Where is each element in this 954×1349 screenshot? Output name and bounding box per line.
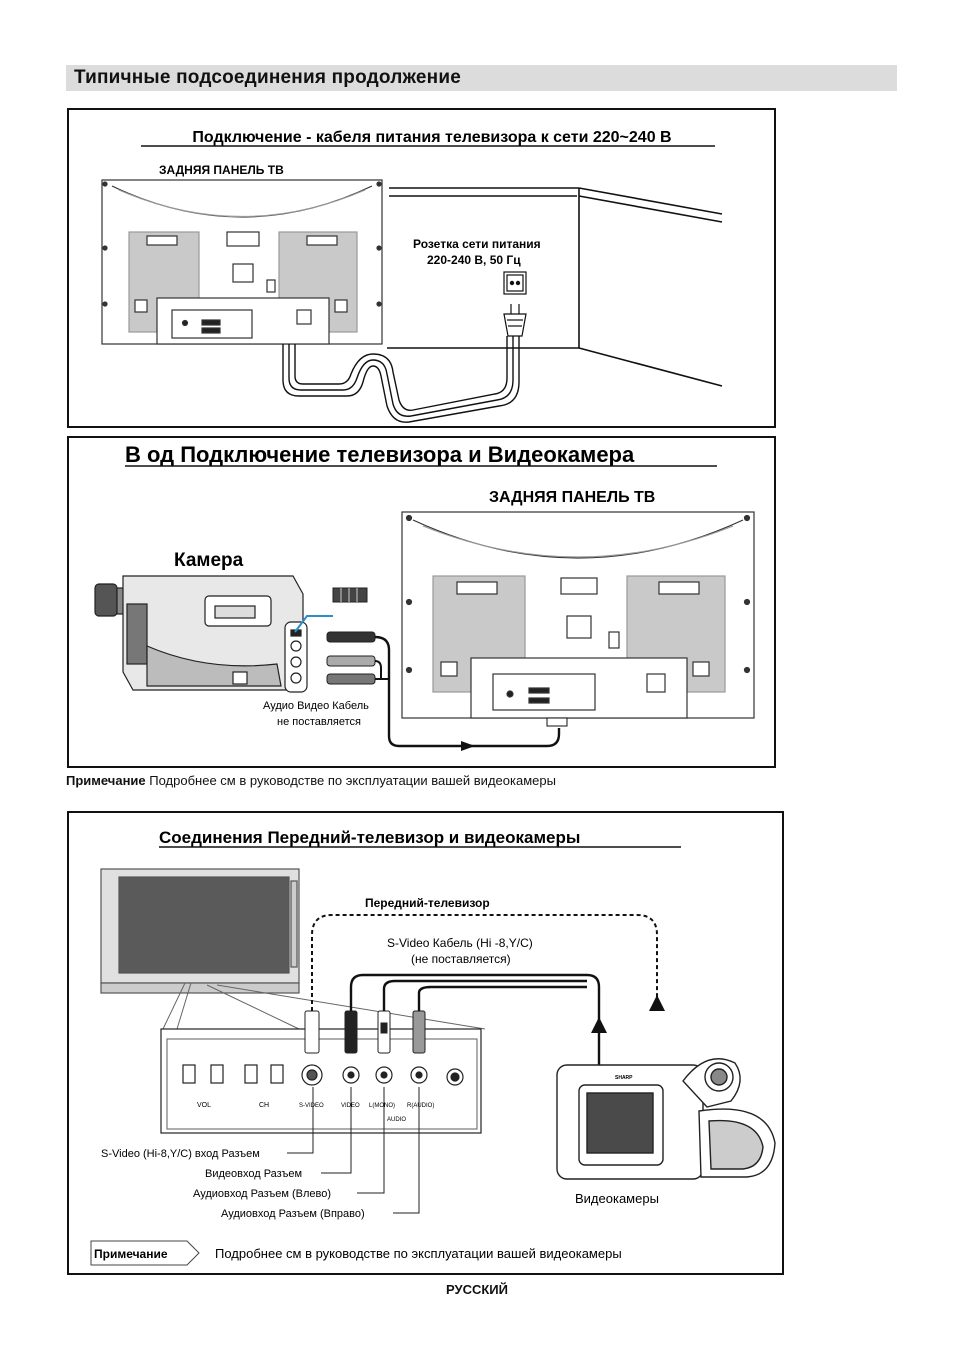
power-connection-panel: [67, 108, 776, 428]
camera-label: Камера: [174, 550, 244, 571]
camcorder-section-title: В од Подключение телевизора и Видеокамер…: [125, 442, 635, 467]
camcorder-rear-panel: [67, 436, 776, 768]
note-2-text: Подробнее см в руководстве по эксплуатац…: [215, 1246, 622, 1261]
svideo-cable-label-line2: (не поставляется): [411, 952, 511, 966]
svideo-plug-icon: [332, 587, 368, 603]
av-cable-label-line1: Аудио Видео Кабель: [263, 700, 369, 712]
tv-rear-panel: [101, 179, 383, 345]
av-cable: [374, 635, 561, 748]
socket-label-line1: Розетка сети питания: [413, 237, 541, 251]
svideo-cable-label-line1: S-Video Кабель (Hi -8,Y/C): [387, 936, 533, 950]
camcorder-icon: [94, 575, 308, 693]
power-socket-icon: [503, 271, 527, 295]
svideo-cable-dotted: [311, 914, 658, 1011]
callout-audio-right: Аудиовход Разъем (Вправо): [221, 1208, 365, 1220]
front-jack-panel: [160, 1028, 482, 1134]
power-cable: [282, 336, 520, 423]
camcorder-rear-diagram: В од Подключение телевизора и Видеокамер…: [94, 442, 755, 751]
note-1-label: Примечание: [66, 773, 146, 788]
av-cable-label-line2: не поставляется: [277, 716, 361, 728]
wall-outline: [387, 187, 723, 387]
page-title: Типичные подсоединения продолжение: [74, 67, 461, 88]
note-2-label: Примечание: [94, 1247, 168, 1261]
lmono-jack-label: L(MONO): [369, 1103, 395, 1109]
power-plug-icon: [503, 304, 527, 337]
callout-lines: [287, 1087, 420, 1214]
rear-panel-label: ЗАДНЯЯ ПАНЕЛЬ ТВ: [159, 163, 284, 177]
vol-label: VOL: [197, 1102, 211, 1109]
rear-panel-label-2: ЗАДНЯЯ ПАНЕЛЬ ТВ: [489, 489, 655, 506]
front-tv-icon: [100, 868, 300, 994]
callout-svideo: S-Video (Hi-8,Y/C) вход Разъем: [101, 1148, 260, 1160]
note-1-text: Подробнее см в руководстве по эксплуатац…: [145, 773, 556, 788]
ch-label: CH: [259, 1102, 269, 1109]
note-tag: [90, 1240, 200, 1266]
svideo-cable-blue: [294, 615, 333, 633]
audio-group-label: AUDIO: [387, 1117, 406, 1123]
front-tv-label: Передний-телевизор: [365, 896, 490, 910]
callout-audio-left: Аудиовход Разъем (Влево): [193, 1188, 331, 1200]
socket-label-line2: 220-240 В, 50 Гц: [427, 253, 521, 267]
camcorder-label: Видеокамеры: [575, 1191, 659, 1206]
front-connection-panel: [67, 811, 784, 1275]
camcorder-front-icon: [556, 1058, 776, 1180]
raudio-jack-label: R(AUDIO): [407, 1103, 434, 1109]
camcorder-brand: SHARP: [615, 1075, 633, 1081]
av-cables-front: [349, 973, 601, 1065]
power-section-title: Подключение - кабеля питания телевизора …: [192, 129, 671, 146]
front-plugs: [304, 1010, 426, 1054]
note-1: Примечание Подробнее см в руководстве по…: [66, 773, 556, 788]
tv-rear-panel-2: [401, 511, 755, 719]
power-connection-diagram: Подключение - кабеля питания телевизора …: [101, 129, 723, 423]
front-section-title: Соединения Передний-телевизор и видеокам…: [159, 828, 580, 847]
front-connection-diagram: Соединения Передний-телевизор и видеокам…: [90, 828, 776, 1266]
header-bar: [66, 65, 897, 91]
svideo-jack-label: S-VIDEO: [299, 1103, 324, 1109]
callout-video: Видеовход Разъем: [205, 1168, 302, 1180]
footer-language: РУССКИЙ: [446, 1282, 508, 1297]
av-cable-plugs: [326, 631, 376, 685]
